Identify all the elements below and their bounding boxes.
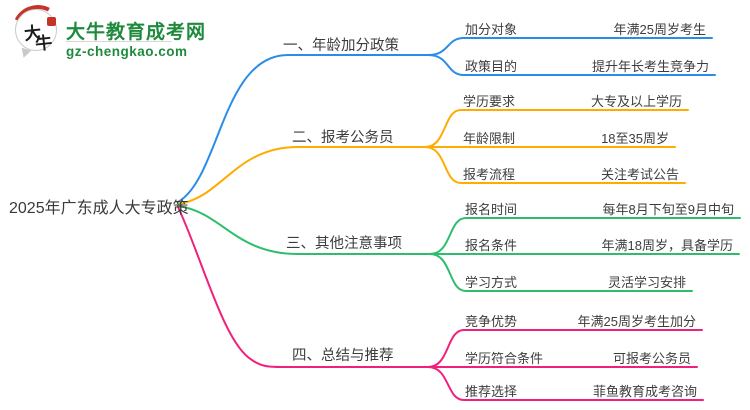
leaf-key: 报名时间 <box>465 202 518 217</box>
logo-divider <box>66 41 172 42</box>
leaf-value: 大专及以上学历 <box>590 94 682 109</box>
leaf-key: 年龄限制 <box>463 131 516 146</box>
leaf-node[interactable]: 加分对象 年满25周岁考生 <box>445 17 712 38</box>
leaf-key: 推荐选择 <box>465 384 518 399</box>
leaf-value: 年满25周岁考生加分 <box>577 314 696 329</box>
site-logo: 大 牛 大牛教育成考网 gz-chengkao.com <box>5 0 205 64</box>
root-node[interactable]: 2025年广东成人大专政策 <box>9 200 189 217</box>
leaf-value: 灵活学习安排 <box>607 275 686 290</box>
leaf-value: 关注考试公告 <box>600 167 679 182</box>
leaf-key: 报考流程 <box>463 167 516 182</box>
logo-seal <box>47 17 56 26</box>
leaf-key: 学习方式 <box>465 275 518 290</box>
leaf-key: 加分对象 <box>465 22 518 37</box>
leaf-key: 报名条件 <box>465 238 518 253</box>
leaf-node[interactable]: 推荐选择 菲鱼教育成考咨询 <box>445 379 703 400</box>
leaf-node[interactable]: 报考流程 关注考试公告 <box>443 162 685 183</box>
logo-site-name: 大牛教育成考网 <box>66 22 207 43</box>
branch3-lines <box>177 205 741 292</box>
leaf-value: 年满18周岁，具备学历 <box>601 238 733 253</box>
leaf-node[interactable]: 报名条件 年满18周岁，具备学历 <box>445 233 739 254</box>
leaf-key: 竞争优势 <box>465 314 518 329</box>
leaf-node[interactable]: 年龄限制 18至35周岁 <box>443 126 675 147</box>
leaf-value: 年满25周岁考生 <box>613 22 706 37</box>
leaf-value: 18至35周岁 <box>601 131 669 146</box>
branch-node-4[interactable]: 四、总结与推荐 <box>292 348 394 364</box>
leaf-node[interactable]: 学历符合条件 可报考公务员 <box>445 346 697 367</box>
leaf-node[interactable]: 政策目的 提升年长考生竞争力 <box>445 54 715 75</box>
branch4-lines <box>177 206 704 401</box>
cow-bubble-icon: 大 牛 <box>15 9 57 54</box>
logo-char-niu: 牛 <box>34 33 54 54</box>
leaf-node[interactable]: 学历要求 大专及以上学历 <box>443 89 688 110</box>
leaf-node[interactable]: 竞争优势 年满25周岁考生加分 <box>445 309 702 330</box>
branch-node-1[interactable]: 一、年龄加分政策 <box>283 38 399 54</box>
branch-node-2[interactable]: 二、报考公务员 <box>292 130 394 146</box>
leaf-value: 提升年长考生竞争力 <box>591 59 709 74</box>
leaf-node[interactable]: 学习方式 灵活学习安排 <box>445 270 692 291</box>
branch-node-3[interactable]: 三、其他注意事项 <box>286 236 402 252</box>
leaf-value: 菲鱼教育成考咨询 <box>592 384 697 399</box>
branch1-lines <box>177 37 716 203</box>
leaf-value: 每年8月下旬至9月中旬 <box>602 202 734 217</box>
leaf-key: 学历要求 <box>463 94 516 109</box>
branch2-lines <box>177 109 689 205</box>
leaf-key: 政策目的 <box>465 59 518 74</box>
leaf-key: 学历符合条件 <box>465 351 544 366</box>
leaf-value: 可报考公务员 <box>612 351 691 366</box>
logo-site-domain: gz-chengkao.com <box>66 44 188 59</box>
leaf-node[interactable]: 报名时间 每年8月下旬至9月中旬 <box>445 197 740 218</box>
